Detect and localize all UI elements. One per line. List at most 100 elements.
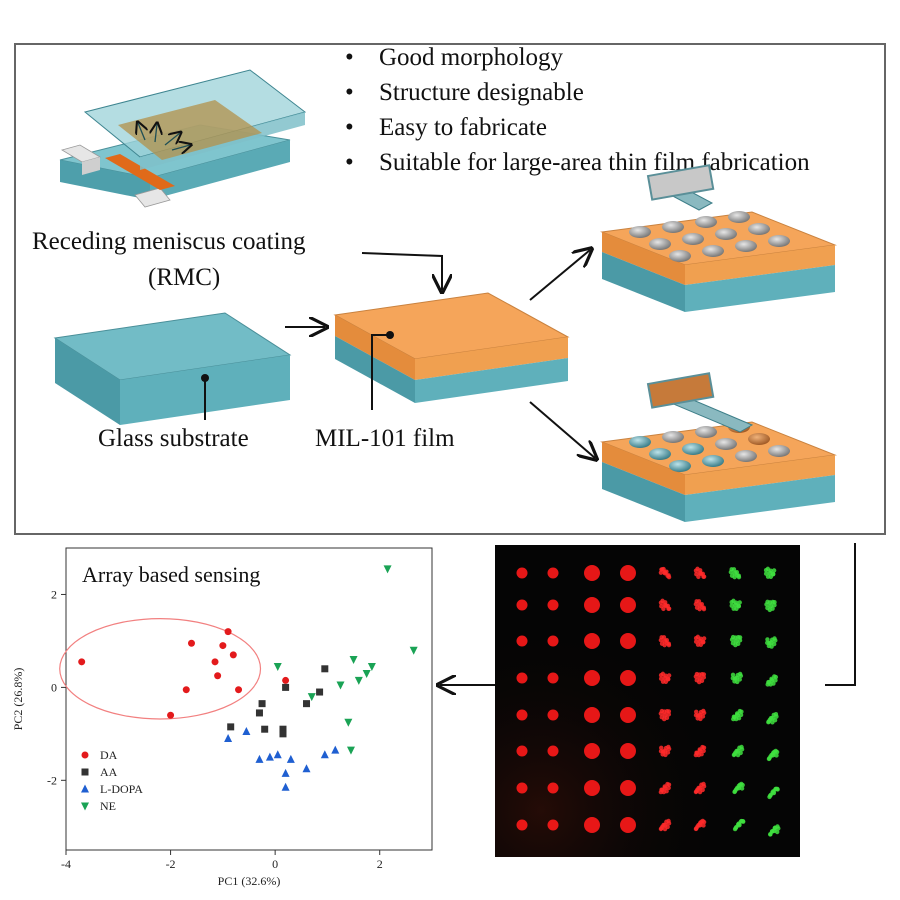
array-spot — [693, 671, 707, 685]
legend-label: NE — [100, 799, 116, 813]
data-point — [349, 656, 358, 665]
array-spot — [516, 709, 528, 721]
glass-substrate — [53, 312, 292, 425]
droplet — [662, 431, 684, 443]
droplet — [768, 235, 790, 247]
x-tick-label: 0 — [272, 857, 278, 871]
array-spot — [693, 818, 707, 832]
data-point — [282, 676, 290, 684]
array-spot — [516, 745, 528, 757]
array-spot — [693, 744, 707, 758]
data-point — [273, 750, 282, 759]
data-point — [258, 700, 266, 708]
array-spot — [584, 597, 600, 613]
data-point — [261, 725, 269, 733]
x-tick-label: -4 — [61, 857, 71, 871]
data-point — [214, 672, 222, 680]
legend-label: DA — [100, 748, 118, 762]
droplet — [715, 228, 737, 240]
droplet — [629, 226, 651, 238]
data-point — [302, 764, 311, 773]
da-cluster-ellipse — [59, 618, 262, 720]
array-spot — [658, 566, 672, 580]
droplet — [735, 240, 757, 252]
array-spot — [658, 818, 672, 832]
array-spot — [516, 672, 528, 684]
array-spot — [547, 672, 559, 684]
droplet — [748, 433, 770, 445]
array-gray-droplets — [600, 164, 837, 312]
data-point — [286, 754, 295, 763]
droplet — [728, 211, 750, 223]
advantage-item: •Structure designable — [345, 79, 584, 106]
data-point — [224, 628, 232, 636]
array-spot — [693, 634, 707, 647]
droplet — [715, 438, 737, 450]
array-spot — [731, 708, 744, 722]
data-point — [279, 730, 287, 738]
array-spot — [658, 671, 672, 684]
data-point — [383, 565, 392, 574]
legend-label: L-DOPA — [100, 782, 143, 796]
data-point — [354, 676, 363, 685]
array-spot — [729, 634, 743, 648]
droplet — [669, 250, 691, 262]
mil101-film-label: MIL-101 film — [315, 425, 455, 452]
legend-marker — [81, 768, 89, 776]
legend-marker — [81, 784, 89, 793]
array-spot — [584, 633, 600, 649]
array-spot — [584, 670, 600, 686]
array-spot — [768, 824, 781, 837]
array-spot — [693, 566, 707, 580]
data-point — [281, 782, 290, 791]
data-point — [409, 646, 418, 655]
data-point — [282, 683, 290, 691]
array-spot — [547, 709, 559, 721]
droplet — [748, 223, 770, 235]
array-spot — [547, 567, 559, 579]
array-spot — [693, 708, 707, 722]
data-point — [273, 662, 282, 671]
data-point — [78, 658, 86, 666]
rmc-device — [59, 69, 307, 208]
droplet — [695, 216, 717, 228]
droplet — [682, 233, 704, 245]
array-spot — [516, 635, 528, 647]
rmc-label-line1: Receding meniscus coating — [32, 228, 306, 255]
y-tick-label: -2 — [47, 773, 57, 787]
x-axis-label: PC1 (32.6%) — [218, 874, 281, 888]
data-point — [336, 681, 345, 690]
data-point — [227, 723, 235, 731]
array-spot — [547, 819, 559, 831]
droplet — [768, 445, 790, 457]
data-point — [331, 745, 340, 754]
droplet — [649, 448, 671, 460]
array-spot — [693, 781, 707, 795]
array-spot — [620, 780, 636, 796]
array-spot — [767, 786, 780, 800]
array-spot — [547, 782, 559, 794]
data-point — [229, 651, 237, 659]
array-spot — [584, 707, 600, 723]
droplet — [669, 460, 691, 472]
array-spot — [764, 599, 777, 613]
data-point — [235, 686, 243, 694]
x-tick-label: -2 — [166, 857, 176, 871]
mil101-film-substrate — [333, 292, 570, 410]
legend-label: AA — [100, 765, 118, 779]
array-spot — [658, 635, 672, 648]
array-spot — [620, 670, 636, 686]
data-point — [307, 693, 316, 702]
data-point — [211, 658, 219, 666]
data-point — [255, 754, 264, 763]
array-spot — [658, 708, 672, 722]
array-spot — [731, 744, 745, 758]
advantage-item: •Good morphology — [345, 44, 564, 71]
data-point — [182, 686, 190, 694]
advantage-item: •Easy to fabricate — [345, 114, 547, 141]
data-point — [316, 688, 324, 696]
data-point — [279, 725, 287, 733]
array-spot — [516, 567, 528, 579]
data-point — [255, 709, 263, 717]
